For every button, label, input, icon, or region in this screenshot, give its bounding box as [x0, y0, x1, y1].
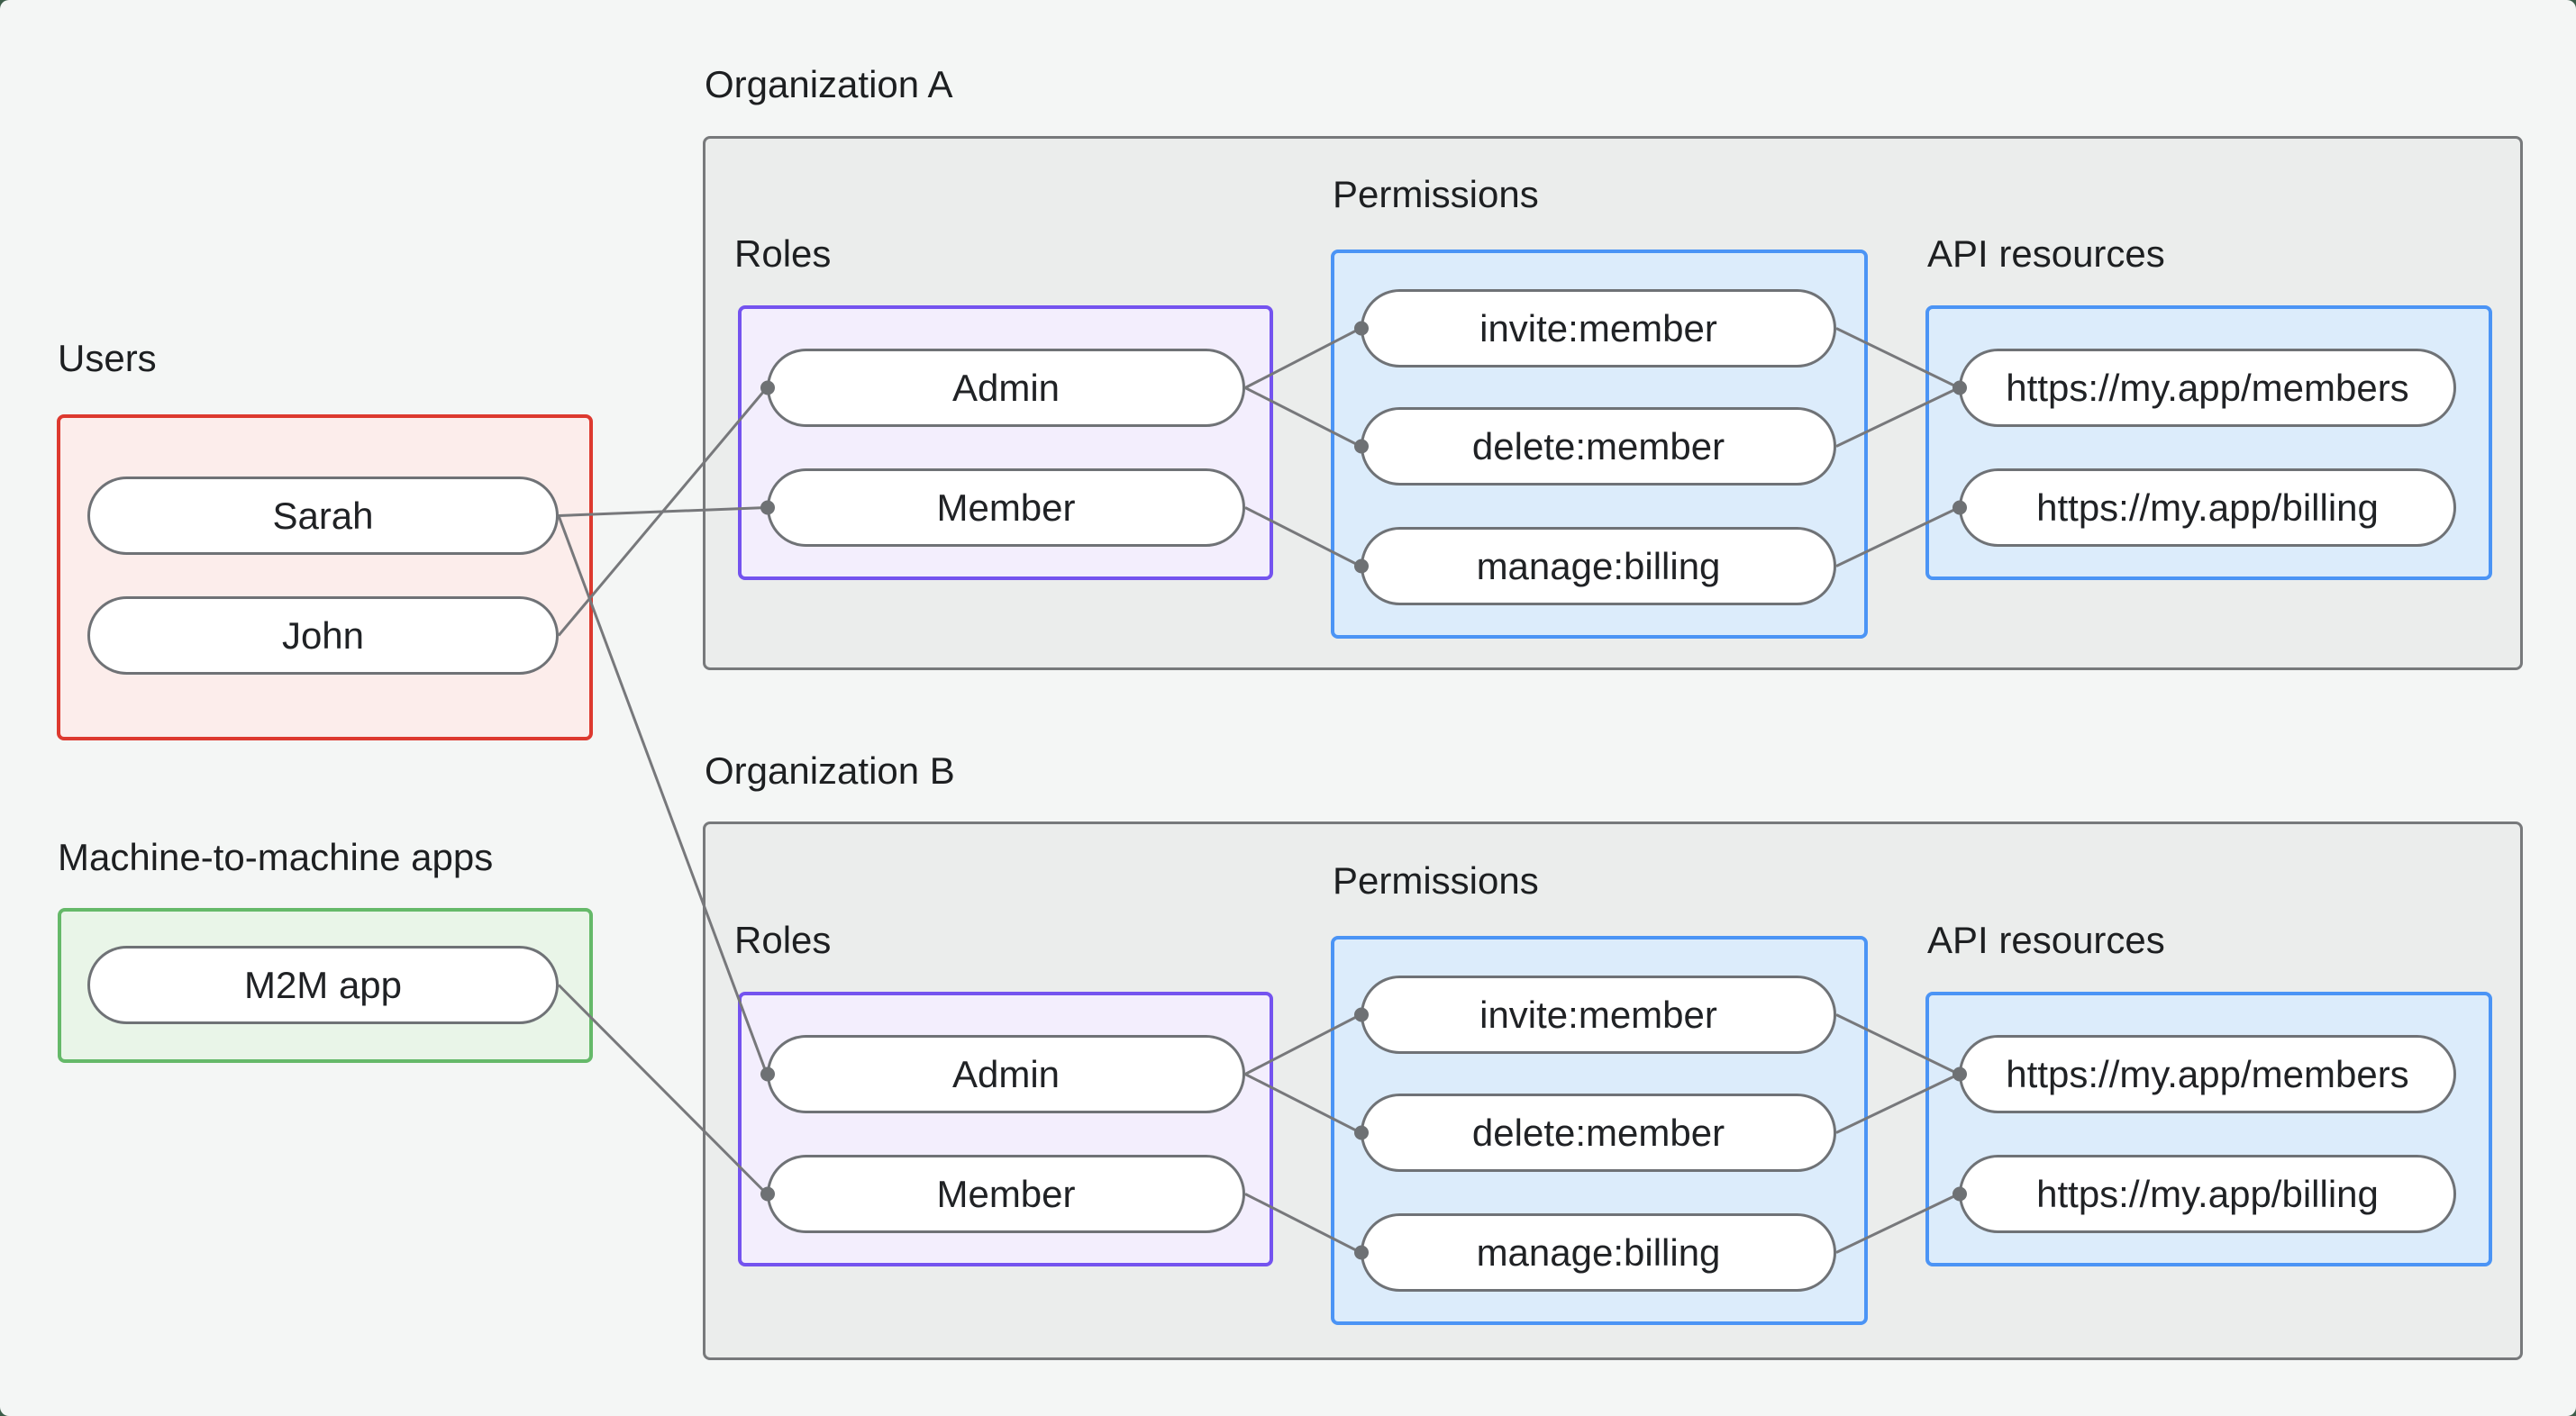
org-b-permission-node-invite-member: invite:member	[1361, 976, 1836, 1054]
org-b-api-node-billing: https://my.app/billing	[1959, 1155, 2456, 1233]
users-group-box: Sarah John	[57, 414, 593, 740]
org-b-api-node-members: https://my.app/members	[1959, 1035, 2456, 1113]
org-a-role-node-admin: Admin	[767, 349, 1245, 427]
org-a-panel: Roles Permissions API resources Admin Me…	[703, 136, 2523, 670]
m2m-group-box: M2M app	[58, 908, 593, 1063]
org-b-permission-node-delete-member: delete:member	[1361, 1094, 1836, 1172]
org-a-api-node-members: https://my.app/members	[1959, 349, 2456, 427]
org-a-api-resources-label: API resources	[1927, 232, 2165, 275]
org-b-role-node-admin: Admin	[767, 1035, 1245, 1113]
m2m-group-label: Machine-to-machine apps	[58, 836, 494, 878]
org-a-role-node-member: Member	[767, 468, 1245, 547]
org-b-panel: Roles Permissions API resources Admin Me…	[703, 821, 2523, 1360]
users-group-label: Users	[58, 337, 157, 379]
m2m-node-app: M2M app	[87, 946, 559, 1024]
user-node-john: John	[87, 596, 559, 675]
org-a-permission-node-invite-member: invite:member	[1361, 289, 1836, 368]
org-a-roles-label: Roles	[734, 232, 832, 275]
org-a-permissions-box: invite:member delete:member manage:billi…	[1331, 250, 1868, 639]
org-b-roles-label: Roles	[734, 919, 832, 961]
org-a-api-resources-box: https://my.app/members https://my.app/bi…	[1925, 305, 2492, 580]
org-b-api-resources-label: API resources	[1927, 919, 2165, 961]
org-a-permission-node-delete-member: delete:member	[1361, 407, 1836, 486]
org-b-permissions-box: invite:member delete:member manage:billi…	[1331, 936, 1868, 1325]
org-a-permission-node-manage-billing: manage:billing	[1361, 527, 1836, 605]
org-a-title: Organization A	[705, 63, 953, 105]
org-b-role-node-member: Member	[767, 1155, 1245, 1233]
org-b-api-resources-box: https://my.app/members https://my.app/bi…	[1925, 992, 2492, 1266]
org-b-roles-box: Admin Member	[738, 992, 1273, 1266]
org-a-permissions-label: Permissions	[1333, 173, 1539, 215]
org-a-api-node-billing: https://my.app/billing	[1959, 468, 2456, 547]
user-node-sarah: Sarah	[87, 477, 559, 555]
org-a-roles-box: Admin Member	[738, 305, 1273, 580]
org-b-title: Organization B	[705, 749, 955, 792]
org-b-permission-node-manage-billing: manage:billing	[1361, 1213, 1836, 1292]
org-b-permissions-label: Permissions	[1333, 859, 1539, 902]
